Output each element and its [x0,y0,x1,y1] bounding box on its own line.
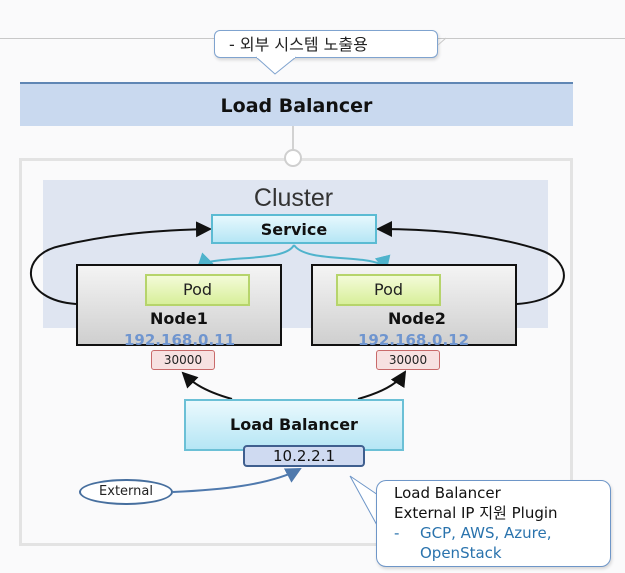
load-balancer-ip: 10.2.2.1 [243,445,365,467]
cluster-label: Cluster [253,184,334,212]
connection-point [284,149,302,167]
external-node: External [79,479,173,505]
node1-label: Node1 [150,309,208,328]
callout-top-tail [255,56,297,75]
external-to-lb-arrow [172,468,302,493]
load-balancer-box: Load Balancer [184,399,404,451]
node1-ip: 192.168.0.11 [124,331,236,349]
node2-to-service-arrow [376,221,565,305]
callout-list-item: - GCP, AWS, Azure, [394,523,610,543]
service-box: Service [211,214,377,244]
node1-to-service-arrow [29,221,212,305]
pod1-box: Pod [145,274,250,306]
callout-line-2: External IP 지원 Plugin [394,504,558,522]
node2-port: 30000 [376,350,440,370]
top-load-balancer-bar: Load Balancer [20,82,573,126]
callout-line-1: Load Balancer [394,484,501,502]
node2-ip: 192.168.0.12 [358,331,470,349]
callout-bottom: Load Balancer External IP 지원 Plugin - GCP… [376,480,611,567]
callout-bottom-tail [349,475,379,528]
callout-list-line-2: OpenStack [420,544,502,562]
callout-top-text: - 외부 시스템 노출용 [229,35,368,54]
pod2-box: Pod [336,274,441,306]
node1-port: 30000 [151,350,215,370]
callout-bullet: - [394,524,400,542]
lb-to-port2-arrow [357,370,407,400]
lb-to-port1-arrow [181,371,233,400]
callout-top: - 외부 시스템 노출용 [214,30,438,58]
node2-label: Node2 [388,309,446,328]
callout-list-line-1: GCP, AWS, Azure, [420,524,552,542]
